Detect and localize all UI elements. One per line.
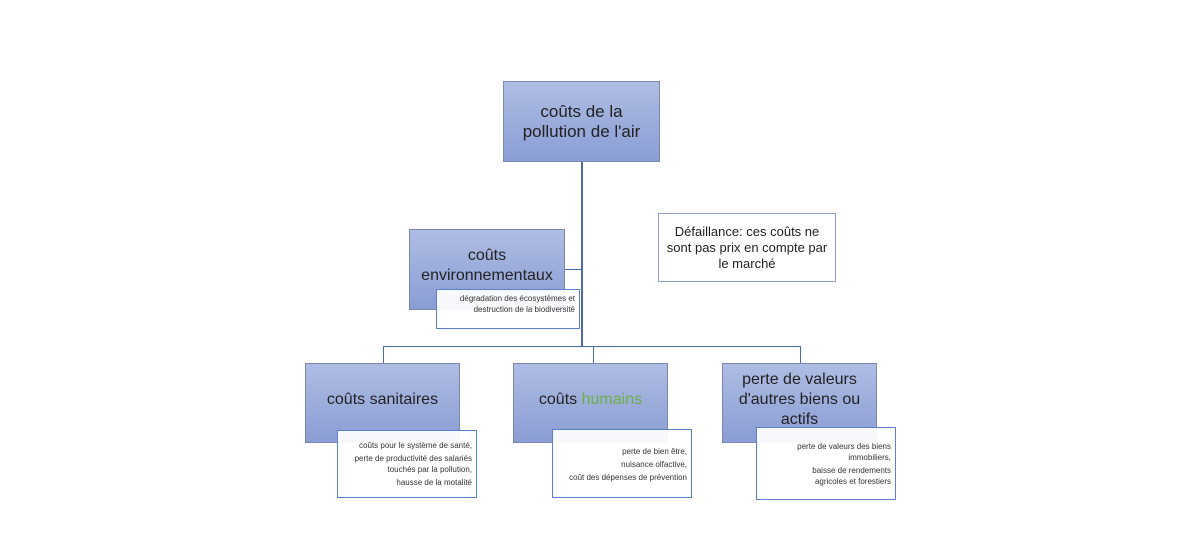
health-label: coûts sanitaires <box>326 391 439 408</box>
connector-environment <box>565 269 582 270</box>
connector-human <box>593 346 594 363</box>
health-node: coûts sanitaires <box>305 363 460 443</box>
detail-text: perte de valeurs des biens immobiliers, <box>797 442 891 462</box>
detail-text: coût des dépenses de prévention <box>569 473 687 482</box>
assets-details: perte de valeurs des biens immobiliers, … <box>756 427 896 500</box>
human-label: coûts <box>538 391 578 408</box>
environment-details: dégradation des écosystèmes et destructi… <box>436 289 580 329</box>
detail-text: hausse de la motalité <box>396 478 472 487</box>
root-node: coûts de la pollution de l'air <box>503 81 660 162</box>
health-details: coûts pour le système de santé, perte de… <box>337 430 477 498</box>
market-failure-callout: Défaillance: ces coûts ne sont pas prix … <box>658 213 836 282</box>
detail-text: dégradation des écosystèmes et destructi… <box>459 294 575 314</box>
detail-text: perte de productivité des salariés touch… <box>354 454 472 474</box>
human-label-highlight: humains <box>581 391 643 408</box>
assets-label: perte de valeurs d'autres biens ou actif… <box>738 371 861 428</box>
callout-text: Défaillance: ces coûts ne sont pas prix … <box>666 223 828 271</box>
connector-root-vertical <box>581 162 583 347</box>
connector-horizontal <box>383 346 801 347</box>
connector-health <box>383 346 384 363</box>
detail-text: coûts pour le système de santé, <box>359 441 472 450</box>
root-label: coûts de la pollution de l'air <box>522 101 641 141</box>
connector-assets <box>800 346 801 363</box>
detail-text: baisse de rendements agricoles et forest… <box>812 466 891 486</box>
detail-text: perte de bien être, <box>622 447 687 456</box>
detail-text: nuisance olfactive, <box>621 460 687 469</box>
human-details: perte de bien être, nuisance olfactive, … <box>552 429 692 498</box>
environment-label: coûts environnementaux <box>421 247 553 284</box>
